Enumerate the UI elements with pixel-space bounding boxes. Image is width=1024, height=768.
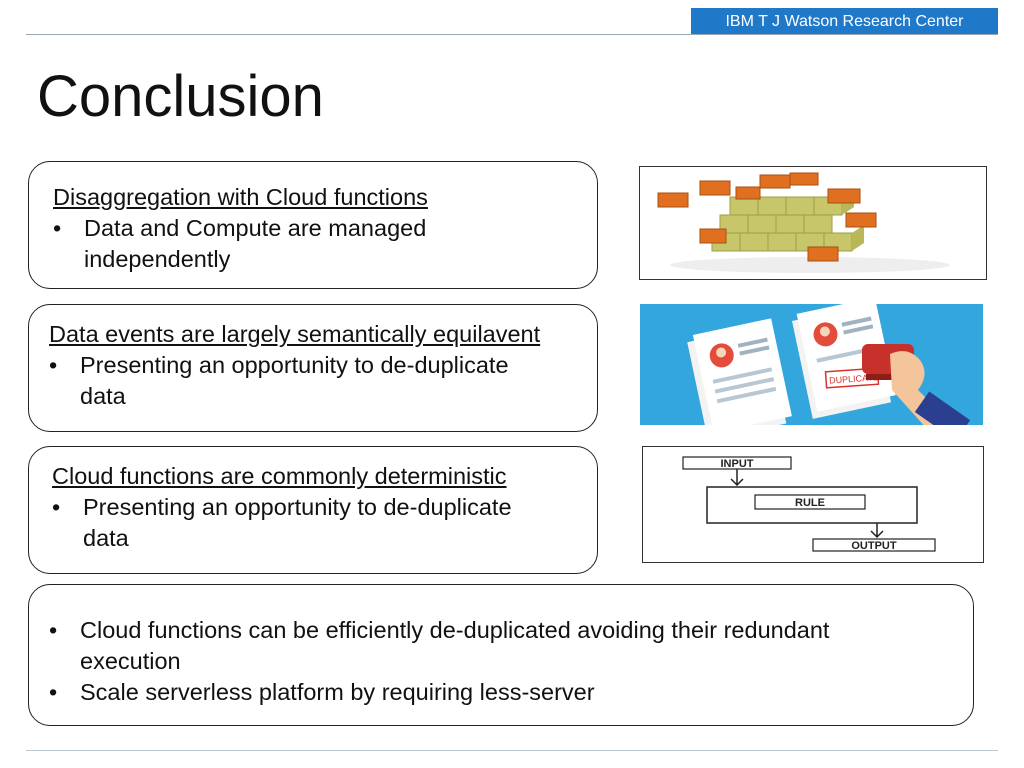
org-badge: IBM T J Watson Research Center: [691, 8, 998, 35]
point-heading: Disaggregation with Cloud functions: [53, 184, 428, 210]
bullet-text: Presenting an opportunity to de-duplicat…: [80, 352, 509, 409]
summary-box: • Cloud functions can be efficiently de-…: [28, 584, 974, 726]
bullet-item: • Presenting an opportunity to de-duplic…: [49, 350, 585, 412]
bullet-dot: •: [49, 679, 58, 705]
bullet-item: • Presenting an opportunity to de-duplic…: [52, 492, 585, 554]
bullet-dot: •: [49, 352, 58, 378]
bullet-item: • Data and Compute are managed independe…: [53, 213, 573, 275]
cubes-image: [639, 166, 987, 280]
diagram-output-label: OUTPUT: [851, 540, 897, 552]
cubes-illustration: [657, 172, 950, 273]
bullet-text: Cloud functions can be efficiently de-du…: [80, 617, 830, 674]
bullet-text: Data and Compute are managed independent…: [84, 215, 427, 272]
bullet-item: • Scale serverless platform by requiring…: [49, 677, 933, 708]
input-rule-output-diagram: INPUT RULE OUTPUT: [642, 446, 984, 563]
diagram-rule-label: RULE: [795, 497, 825, 509]
duplicate-stamp-image: DUPLICATE: [640, 304, 983, 425]
point-heading: Cloud functions are commonly determinist…: [52, 463, 507, 489]
duplicate-illustration: DUPLICATE: [687, 304, 971, 425]
bottom-divider: [26, 750, 998, 751]
bullet-dot: •: [52, 494, 61, 520]
bullet-text: Presenting an opportunity to de-duplicat…: [83, 494, 512, 551]
slide-title: Conclusion: [37, 64, 324, 129]
bullet-text: Scale serverless platform by requiring l…: [80, 679, 595, 705]
bullet-item: • Cloud functions can be efficiently de-…: [49, 615, 933, 677]
rule-flow-diagram: INPUT RULE OUTPUT: [682, 456, 936, 552]
point-box-disaggregation: Disaggregation with Cloud functions • Da…: [28, 161, 598, 289]
bullet-dot: •: [49, 617, 58, 643]
point-box-determinism: Cloud functions are commonly determinist…: [28, 446, 598, 574]
point-heading: Data events are largely semantically equ…: [49, 321, 541, 347]
diagram-input-label: INPUT: [721, 458, 754, 470]
bullet-dot: •: [53, 215, 62, 241]
top-divider: [26, 34, 998, 35]
point-box-semantic-equivalence: Data events are largely semantically equ…: [28, 304, 598, 432]
